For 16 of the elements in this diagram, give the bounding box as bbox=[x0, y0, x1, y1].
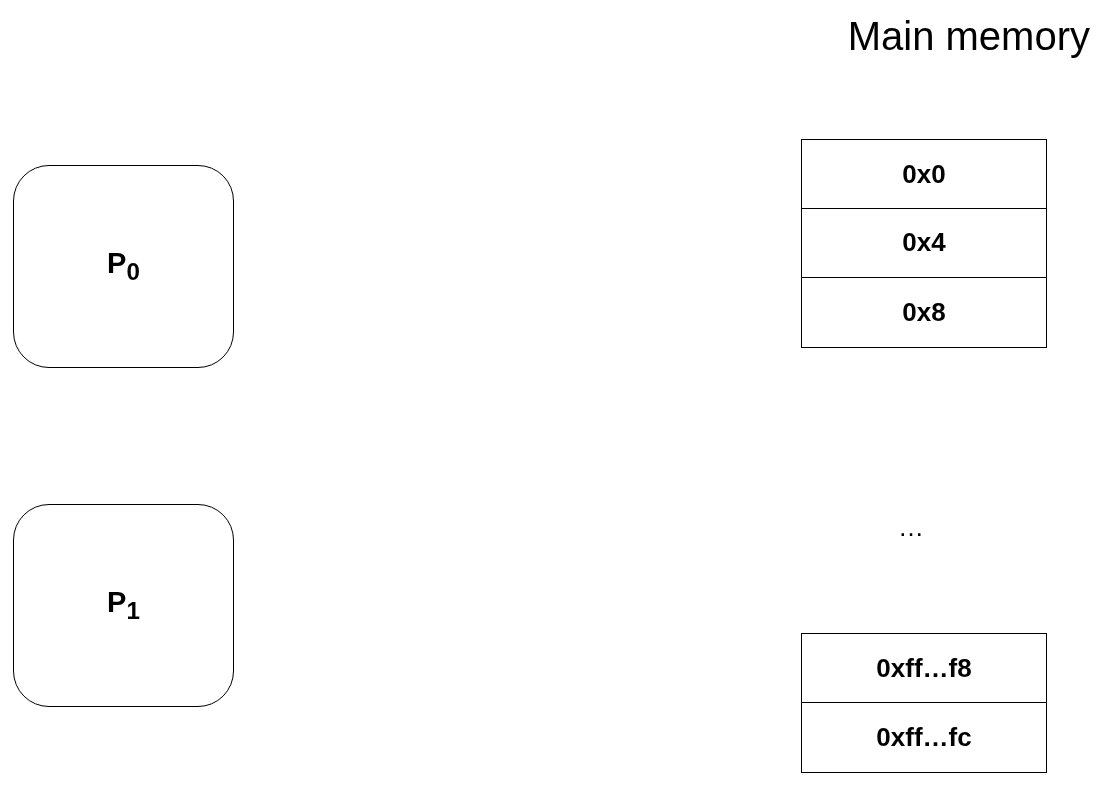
title: Main memory bbox=[847, 14, 1090, 59]
processor-box bbox=[13, 504, 234, 707]
memory-cell bbox=[801, 139, 1047, 209]
memory-address: 0xff…f8 bbox=[876, 652, 972, 684]
ellipsis: … bbox=[898, 512, 924, 543]
processor-label: P$_{1}$ bbox=[107, 586, 140, 625]
memory-cell bbox=[801, 277, 1047, 348]
memory-cell bbox=[801, 702, 1047, 773]
memory-cell bbox=[801, 633, 1047, 703]
memory-address: 0xff…fc bbox=[876, 721, 972, 753]
memory-cell bbox=[801, 208, 1047, 278]
memory-address: 0x8 bbox=[902, 296, 946, 328]
processor-label: P$_{0}$ bbox=[107, 247, 140, 286]
memory-address: 0x4 bbox=[902, 227, 946, 258]
memory-address: 0x0 bbox=[902, 158, 946, 190]
processor-box bbox=[13, 165, 234, 368]
